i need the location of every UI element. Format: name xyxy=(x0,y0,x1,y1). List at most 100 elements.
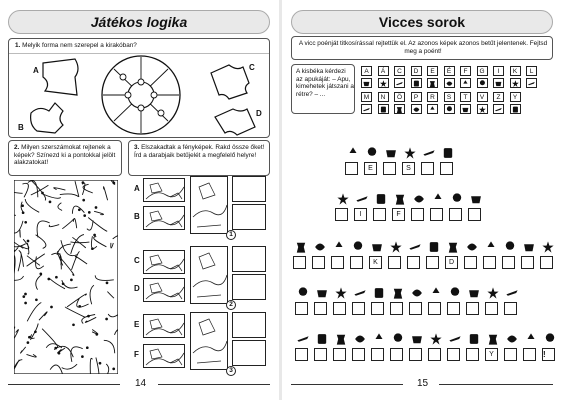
answer-box-3-b[interactable] xyxy=(232,340,266,366)
answer-cell[interactable] xyxy=(331,256,344,269)
answer-cell[interactable]: Y xyxy=(485,348,498,361)
answer-cell[interactable] xyxy=(411,208,424,221)
answer-cell[interactable] xyxy=(428,302,441,315)
key-symbol xyxy=(394,104,405,114)
torn-piece-d[interactable] xyxy=(143,278,185,302)
answer-cell[interactable] xyxy=(350,256,363,269)
answer-cell[interactable] xyxy=(409,348,422,361)
puzzle-silhouette-icon xyxy=(448,332,462,351)
answer-cell[interactable] xyxy=(352,348,365,361)
answer-cell[interactable] xyxy=(502,256,515,269)
answer-cell[interactable] xyxy=(466,302,479,315)
answer-cell[interactable] xyxy=(504,302,517,315)
answer-cell[interactable] xyxy=(335,208,348,221)
puzzle-silhouette-icon xyxy=(467,286,481,305)
answer-cell[interactable]: D xyxy=(445,256,458,269)
answer-cell[interactable]: S xyxy=(402,162,415,175)
answer-cell[interactable] xyxy=(407,256,420,269)
key-symbol xyxy=(509,104,521,114)
torn-piece-b[interactable] xyxy=(143,206,185,230)
key-symbol xyxy=(410,78,422,88)
puzzle-silhouette-icon xyxy=(403,146,417,165)
answer-cell[interactable] xyxy=(447,302,460,315)
key-symbol xyxy=(443,78,455,88)
torn-piece-a[interactable] xyxy=(143,178,185,202)
footer-line-right xyxy=(158,384,270,385)
answer-cell[interactable] xyxy=(388,256,401,269)
puzzle-silhouette-icon xyxy=(541,240,555,259)
key-letter: Z xyxy=(493,92,504,102)
answer-cell[interactable] xyxy=(314,348,327,361)
task1-question: Melyik forma nem szerepel a kirakóban? xyxy=(22,42,137,49)
answer-box-2-a[interactable] xyxy=(232,246,266,272)
puzzle-silhouette-icon xyxy=(465,240,479,259)
joke-box: A kisbéka kérdezi az apukáját: – Apu, ki… xyxy=(291,64,355,114)
puzzle-silhouette-icon xyxy=(422,146,436,165)
task2-question: Milyen szerszámokat rejtenek a képek? Sz… xyxy=(14,144,116,167)
photo-number-2: 2 xyxy=(226,300,236,310)
puzzle-silhouette-icon xyxy=(294,240,308,259)
answer-cell[interactable] xyxy=(390,348,403,361)
answer-cell[interactable] xyxy=(464,256,477,269)
answer-cell[interactable] xyxy=(485,302,498,315)
answer-cell[interactable] xyxy=(314,302,327,315)
key-silhouette-icon xyxy=(428,79,435,89)
task2-number: 2. xyxy=(14,144,20,151)
answer-cell[interactable] xyxy=(293,256,306,269)
key-silhouette-icon xyxy=(527,79,535,89)
answer-cell[interactable] xyxy=(333,348,346,361)
right-page: Vicces sorok A vicc poénját titkosírássa… xyxy=(281,0,561,400)
answer-cell[interactable]: I xyxy=(354,208,367,221)
answer-cell[interactable] xyxy=(542,348,555,361)
key-letter: D xyxy=(410,66,422,76)
answer-cell[interactable]: F xyxy=(392,208,405,221)
answer-box-1-b[interactable] xyxy=(232,204,266,230)
answer-cell[interactable] xyxy=(504,348,517,361)
answer-cell[interactable]: E xyxy=(364,162,377,175)
torn-piece-e[interactable] xyxy=(143,314,185,338)
task1-box: 1. Melyik forma nem szerepel a kirakóban… xyxy=(8,38,270,138)
answer-cell[interactable]: K xyxy=(369,256,382,269)
answer-cell[interactable] xyxy=(295,348,308,361)
answer-cell[interactable] xyxy=(312,256,325,269)
torn-piece-c[interactable] xyxy=(143,250,185,274)
key-letter: R xyxy=(427,92,438,102)
photo-half-1 xyxy=(190,176,228,234)
key-letter: S xyxy=(443,92,455,102)
right-page-title: Vicces sorok xyxy=(291,10,553,34)
answer-cell[interactable] xyxy=(373,208,386,221)
answer-cell[interactable] xyxy=(371,348,384,361)
task3-number: 3. xyxy=(134,144,140,151)
answer-cell[interactable] xyxy=(521,256,534,269)
key-symbol xyxy=(410,104,422,114)
answer-cell[interactable] xyxy=(421,162,434,175)
answer-cell[interactable] xyxy=(468,208,481,221)
answer-cell[interactable] xyxy=(466,348,479,361)
answer-box-2-b[interactable] xyxy=(232,274,266,300)
key-symbol xyxy=(460,78,471,88)
answer-cell[interactable] xyxy=(383,162,396,175)
answer-cell[interactable] xyxy=(352,302,365,315)
answer-cell[interactable] xyxy=(390,302,403,315)
answer-box-3-a[interactable] xyxy=(232,312,266,338)
answer-cell[interactable] xyxy=(449,208,462,221)
torn-piece-f[interactable] xyxy=(143,344,185,368)
answer-cell[interactable] xyxy=(430,208,443,221)
answer-cell[interactable] xyxy=(333,302,346,315)
answer-box-1-a[interactable] xyxy=(232,176,266,202)
answer-cell[interactable] xyxy=(483,256,496,269)
piece-label-f: F xyxy=(134,350,139,359)
answer-cell[interactable] xyxy=(295,302,308,315)
answer-cell[interactable] xyxy=(409,302,422,315)
piece-label-d: D xyxy=(134,284,140,293)
puzzle-silhouette-icon xyxy=(372,332,386,351)
answer-cell[interactable] xyxy=(540,256,553,269)
answer-cell[interactable] xyxy=(523,348,536,361)
key-letter: V xyxy=(476,92,488,102)
answer-cell[interactable] xyxy=(426,256,439,269)
answer-cell[interactable] xyxy=(428,348,441,361)
answer-cell[interactable] xyxy=(447,348,460,361)
answer-cell[interactable] xyxy=(371,302,384,315)
answer-cell[interactable] xyxy=(440,162,453,175)
answer-cell[interactable] xyxy=(345,162,358,175)
